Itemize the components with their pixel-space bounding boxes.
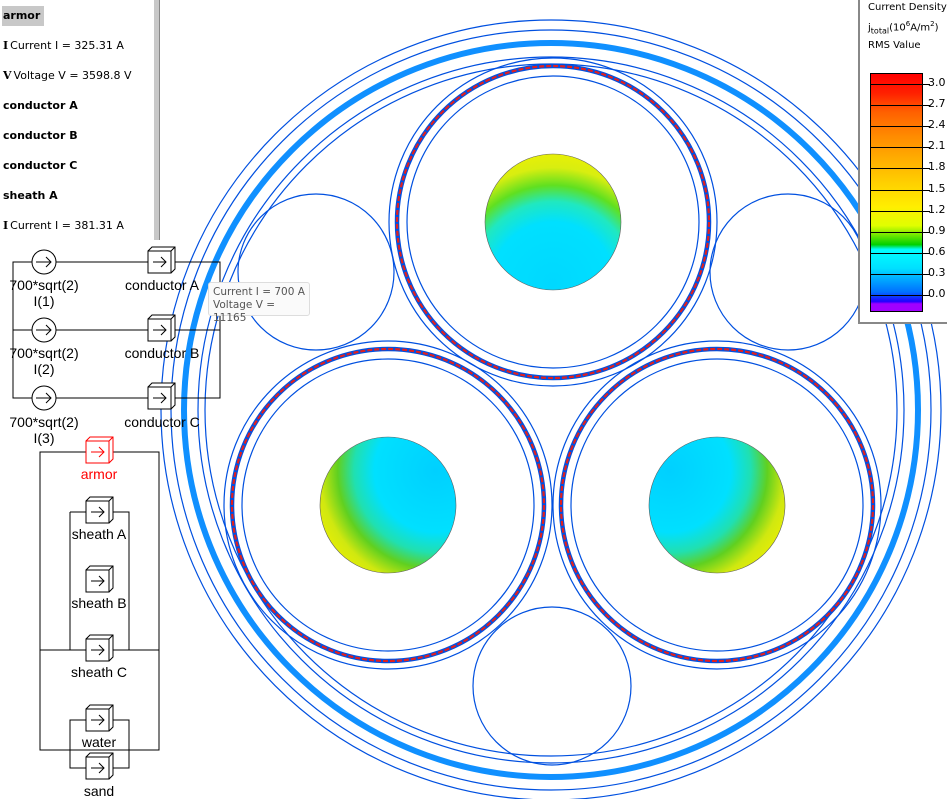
block-label-conductor-c[interactable]: conductor C [124,414,200,430]
legend-tick-label: 0.6 [928,244,946,258]
legend-tick-label: 0.0 [928,287,946,300]
source-expr-2: 700*sqrt(2) [9,345,79,361]
phase-b-cable [223,340,553,670]
legend-tick [870,231,930,233]
legend-tick-label: 2.7 [928,97,946,111]
legend-tick [870,252,930,254]
sheath-current [559,347,875,663]
voltage-icon: V [3,69,12,82]
current-icon: I [3,219,9,232]
tree-item-label: Voltage V = 3598.8 V [13,69,132,82]
legend-tick-label: 0.9 [928,223,946,237]
phase-a-cable [388,57,718,387]
sheath-current [395,64,711,380]
legend-tick [870,126,930,128]
conductor-c-field [648,436,786,574]
filler-bottom [472,606,632,766]
legend-tick-label: 1.5 [928,181,946,195]
block-label-sand[interactable]: sand [83,783,115,799]
sheath-current [230,347,546,663]
tooltip-current: Current I = 700 A [213,286,305,298]
block-tooltip: Current I = 700 A Voltage V = 11165 [208,282,310,324]
legend-tick [870,273,930,275]
tree-item-armor[interactable]: armor [2,6,45,26]
legend-tick-label: 3.0 [928,76,946,89]
block-sand[interactable] [85,752,114,780]
color-legend: Current Density jtotal(106A/m2) RMS Valu… [858,0,947,324]
insulation-outer [552,340,882,670]
legend-tick-label: 1.8 [928,160,946,174]
source-name-2: I(2) [33,361,55,377]
legend-tick-label: 1.2 [928,202,946,216]
legend-tick-label: 2.4 [928,118,946,132]
tree-item-sheath-a[interactable]: sheath A [3,189,58,202]
phase-c-cable [552,340,882,670]
block-label-conductor-a[interactable]: conductor A [125,277,199,293]
block-water[interactable] [85,704,114,732]
tree-item-conductor-a[interactable]: conductor A [3,99,78,112]
block-label-sheath-c[interactable]: sheath C [70,664,128,680]
legend-tick [870,189,930,191]
current-icon: I [3,39,9,52]
filler-right [709,193,867,351]
source-name-3: I(3) [33,430,55,446]
current-source-2[interactable] [31,317,57,343]
block-label-armor[interactable]: armor [80,466,118,482]
legend-color-bar [870,73,923,312]
legend-unit: jtotal(106A/m2) [868,20,939,36]
block-conductor-c[interactable] [147,382,176,410]
current-source-1[interactable] [31,249,57,275]
source-expr-1: 700*sqrt(2) [9,277,79,293]
tooltip-voltage: Voltage V = 11165 [213,299,276,324]
block-sheath-a[interactable] [85,496,114,524]
block-conductor-a[interactable] [147,246,176,274]
block-conductor-b[interactable] [147,314,176,342]
legend-tick-label: 0.3 [928,265,946,279]
block-sheath-b[interactable] [85,565,114,593]
legend-tick [870,168,930,170]
conductor-b-field [319,436,457,574]
conductor-a-field [484,153,622,291]
tree-item-conductor-b[interactable]: conductor B [3,129,78,142]
current-source-3[interactable] [31,385,57,411]
legend-title: Current Density [868,2,947,13]
insulation-outer [388,57,718,387]
outer-sheath-line [170,29,932,791]
legend-tick [870,84,930,85]
insulation-inner [241,358,535,652]
legend-tick [870,147,930,149]
tree-item-conductor-c[interactable]: conductor C [3,159,78,172]
armor-inner-line [197,56,905,764]
insulation-inner [570,358,864,652]
splitter-handle[interactable] [154,0,160,240]
filler-left [237,193,395,351]
legend-tick-label: 2.1 [928,139,946,153]
legend-tick [870,105,930,107]
block-label-water[interactable]: water [81,734,117,750]
source-name-1: I(1) [33,293,55,309]
legend-mode: RMS Value [868,40,921,51]
tree-item-label: Current I = 381.31 A [10,219,124,232]
source-expr-3: 700*sqrt(2) [9,414,79,430]
insulation-inner [406,75,700,369]
legend-tick [870,295,930,296]
block-label-sheath-b[interactable]: sheath B [71,595,127,611]
block-label-conductor-b[interactable]: conductor B [124,345,200,361]
legend-tick [870,210,930,212]
outer-boundary [160,19,942,799]
block-label-sheath-a[interactable]: sheath A [71,526,127,542]
armor-ring [181,40,921,780]
block-sheath-c[interactable] [85,634,114,662]
tree-item-label: Current I = 325.31 A [10,39,124,52]
insulation-outer [223,340,553,670]
block-armor[interactable] [85,436,114,464]
